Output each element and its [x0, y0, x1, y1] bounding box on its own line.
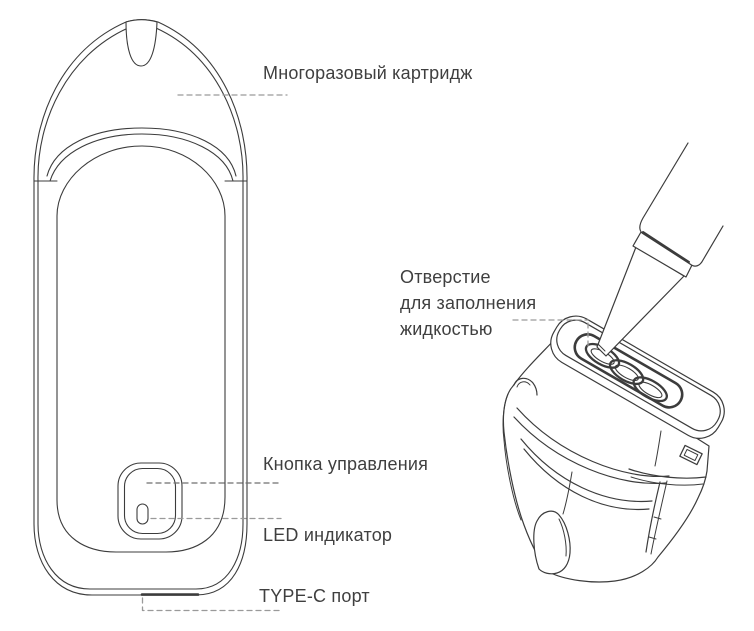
front-arch-lower-2 — [523, 448, 650, 511]
left-ear-inner — [516, 381, 531, 388]
device-front-view — [33, 19, 248, 596]
fill-hole-label-line-1: Отверстие — [400, 267, 491, 287]
mouthpiece-3d — [533, 510, 571, 575]
bottle-nozzle-tip-line — [597, 343, 606, 352]
flange-rim-1 — [628, 468, 707, 479]
fill-hole-3 — [632, 376, 668, 403]
fill-hole-label-line-3: жидкостью — [400, 319, 493, 339]
mouthpiece-notch — [125, 19, 158, 67]
front-crease — [562, 471, 573, 515]
control-button-outer — [117, 462, 183, 540]
left-ear — [513, 377, 538, 396]
control-button-label: Кнопка управления — [263, 454, 429, 474]
led-indicator-window — [136, 503, 149, 525]
bottle-shoulder-accent — [642, 231, 690, 263]
bottle-body-outline — [639, 142, 724, 267]
mouthpiece-3d-inner — [558, 518, 567, 557]
fill-hole-inset — [573, 333, 684, 409]
cartridge-label: Многоразовый картридж — [263, 63, 473, 83]
fill-hole-label-line-2: для заполнения — [400, 293, 537, 313]
front-arch-upper-2 — [513, 416, 667, 485]
cartridge-fill-view — [502, 142, 725, 583]
front-arch-upper-1 — [516, 407, 670, 478]
bottle-body-fill — [639, 143, 723, 267]
side-band-tick-1 — [653, 516, 662, 520]
front-left-inner-line — [502, 393, 522, 521]
side-band-2 — [650, 480, 668, 555]
liquid-bottle — [596, 142, 724, 357]
flange-rim-2 — [630, 476, 704, 486]
side-face-left-edge — [654, 430, 662, 467]
callout-lines — [141, 94, 589, 612]
front-window — [56, 145, 226, 553]
side-port-window — [679, 444, 703, 466]
fill-hole-label: Отверстие для заполнения жидкостью — [400, 264, 536, 342]
side-band-1 — [645, 481, 661, 553]
type-c-callout-line — [141, 597, 282, 612]
side-band-tick-2 — [648, 536, 657, 540]
led-indicator-label: LED индикатор — [263, 525, 393, 545]
front-arch-lower-1 — [520, 438, 653, 503]
fill-hole-2 — [608, 359, 645, 386]
fill-hole-callout-line — [512, 319, 589, 350]
device-inner-shell — [37, 179, 244, 590]
cartridge-bottom-arc-2 — [49, 133, 234, 182]
control-button-inner — [123, 467, 177, 535]
type-c-port-label: TYPE-C порт — [259, 586, 370, 606]
cartridge-bottom-arc-1 — [46, 127, 237, 177]
